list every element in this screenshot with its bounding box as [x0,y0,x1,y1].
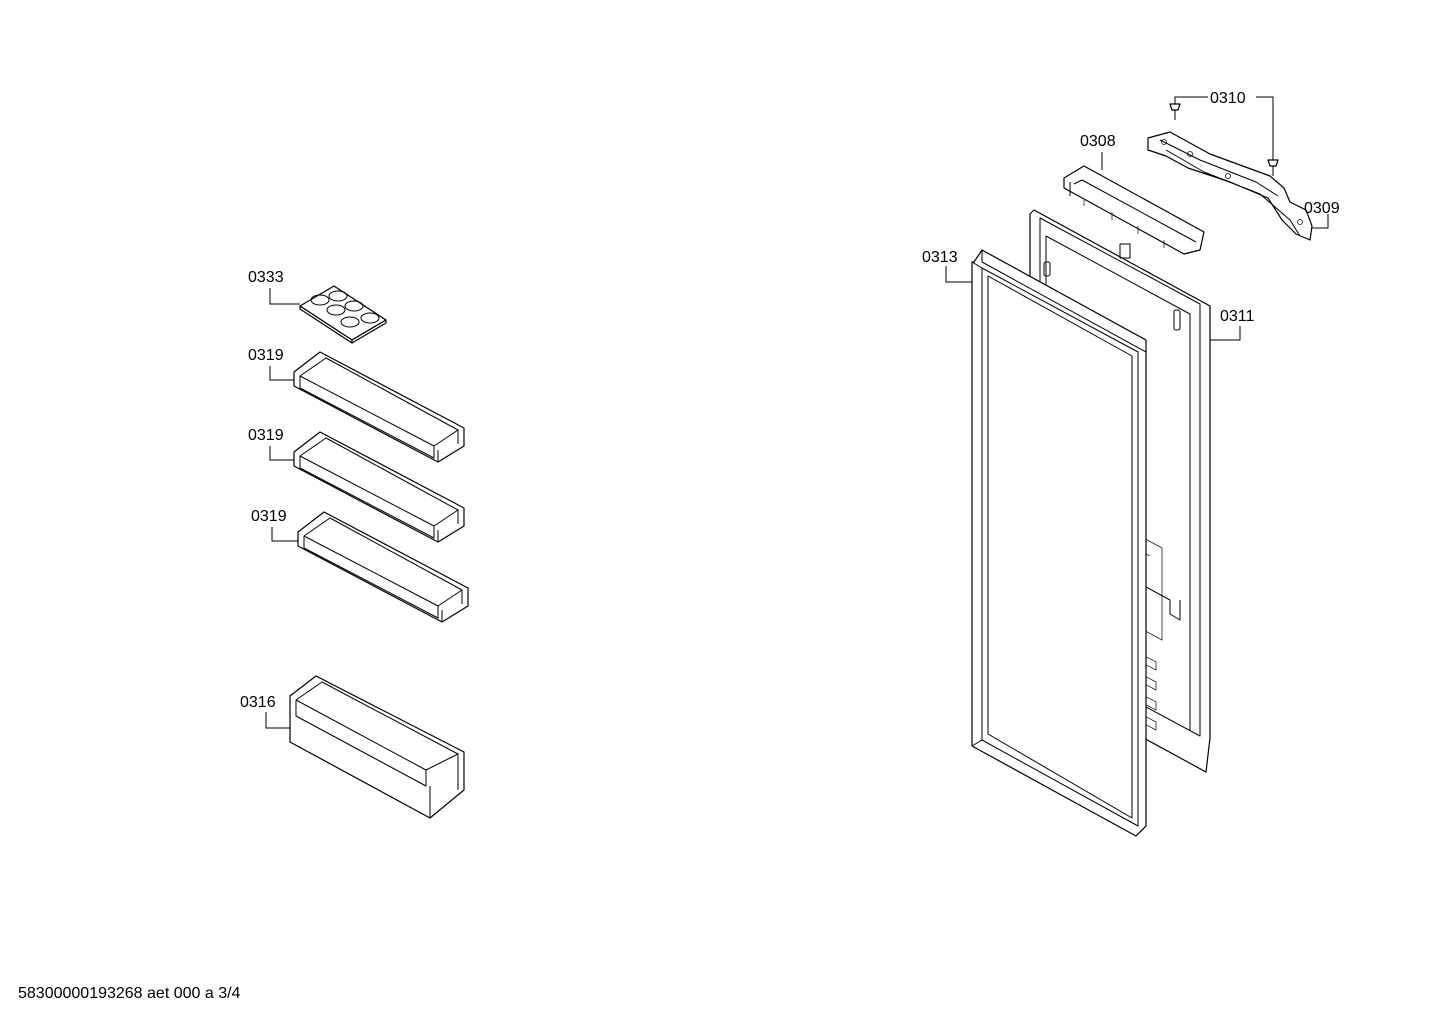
part-screw-left [1169,103,1181,120]
leader-0319-2 [269,446,294,461]
leader-0311 [1210,326,1241,341]
leader-0310 [1174,96,1274,160]
label-0309: 0309 [1304,200,1340,217]
label-0319-2: 0319 [248,427,284,444]
drawing-number: 58300000193268 aet 000 a 3/4 [18,985,241,1002]
part-door-shelf-3 [297,511,469,623]
part-door-gasket [971,249,1147,837]
leader-0313 [945,266,972,283]
part-hinge-bracket [1147,131,1313,241]
leader-0333 [269,288,300,305]
leader-0319-3 [271,527,298,542]
part-door-shelf-1 [293,351,465,463]
part-screw-right [1267,159,1279,176]
label-0313: 0313 [922,249,958,266]
leader-0319-1 [269,366,294,381]
label-0333: 0333 [248,269,284,286]
label-0311: 0311 [1220,308,1255,325]
part-egg-tray [299,285,387,344]
label-0319-1: 0319 [248,347,284,364]
part-door-shelf-2 [293,431,465,543]
label-0319-3: 0319 [251,508,287,525]
part-top-cover [1063,165,1205,255]
part-bottle-shelf [289,675,465,819]
label-0316: 0316 [240,694,276,711]
leader-0309 [1312,214,1329,229]
leader-0316 [265,712,290,729]
label-0308: 0308 [1080,133,1116,150]
label-0310: 0310 [1210,90,1246,107]
